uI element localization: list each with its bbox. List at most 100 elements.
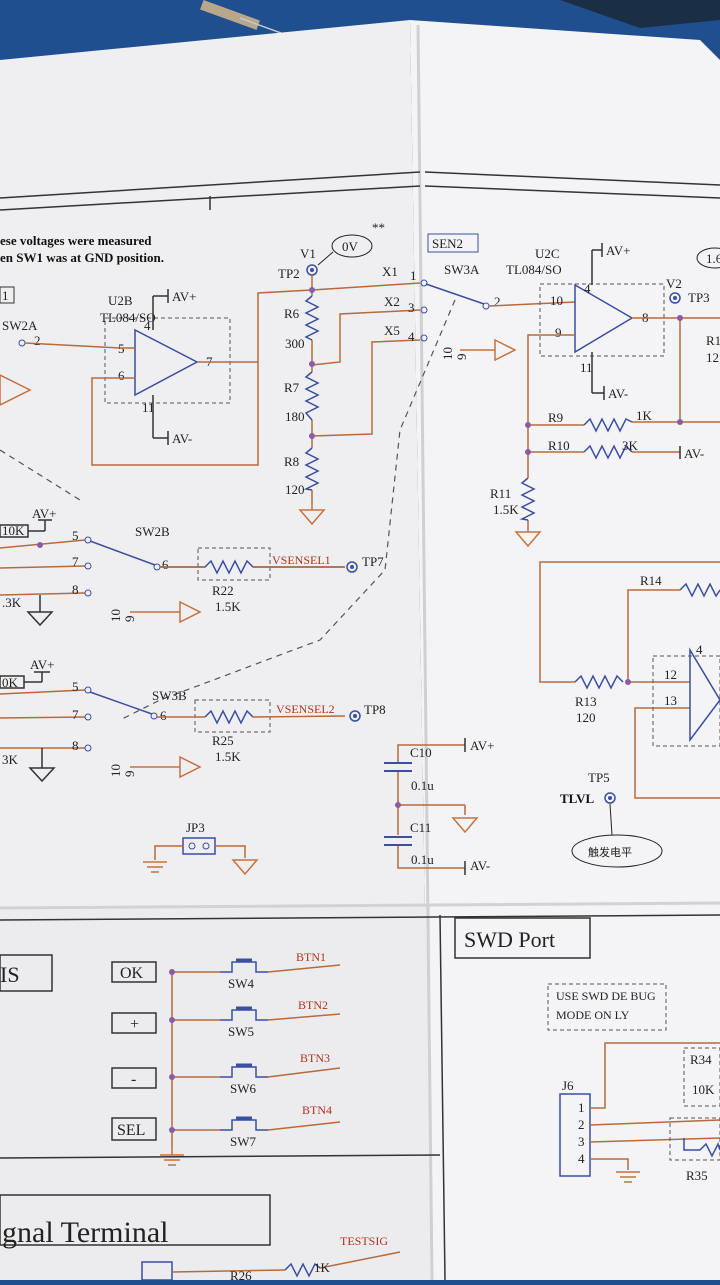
r25-box — [194, 699, 271, 733]
sw3b-pin8: 8 — [72, 738, 79, 753]
u2b-pin6: 6 — [118, 368, 125, 383]
r13-resistor — [574, 674, 624, 690]
r14-name: R14 — [640, 573, 662, 588]
divider-resistors — [303, 295, 320, 491]
frame-lines — [0, 171, 720, 1281]
buttons-gnd — [160, 1150, 184, 1166]
u2c-resistors — [519, 417, 633, 521]
tp7-name: TP7 — [362, 554, 384, 569]
r34-box — [683, 1047, 720, 1107]
r11-name: R11 — [490, 486, 511, 501]
u2b-opamp — [134, 328, 199, 397]
button-key-box — [111, 1067, 157, 1089]
dark-corner — [560, 0, 720, 28]
junction-r8 — [309, 433, 315, 439]
sw3b-r: 0K — [2, 675, 19, 690]
r22-value: 1.5K — [215, 599, 241, 614]
r8-name: R8 — [284, 454, 299, 469]
button-net-label: BTN2 — [298, 998, 328, 1012]
u2c-pin11: 11 — [580, 360, 593, 375]
sw3b-aux — [0, 671, 50, 689]
sw3b-pin7: 7 — [72, 707, 79, 722]
x5-label: X5 — [384, 323, 400, 338]
sw3b-blade — [89, 691, 153, 715]
pushbutton-symbol — [220, 961, 268, 973]
u2c-wires — [527, 317, 720, 532]
junction-out — [677, 315, 683, 321]
r13-r14-wires — [539, 561, 720, 799]
r25-net: VSENSEL2 — [276, 702, 335, 716]
c11-value: 0.1u — [411, 852, 434, 867]
capacitors — [384, 762, 412, 846]
c10-value: 0.1u — [411, 778, 434, 793]
sw2b-pin6: 6 — [162, 557, 169, 572]
u2d-opamp — [689, 647, 720, 743]
sw3b-name: SW3B — [152, 688, 187, 703]
sw2b-aux — [0, 519, 52, 538]
signal-wire — [171, 1269, 286, 1273]
junction-r9 — [525, 422, 531, 428]
sw3a-pin3: 3 — [408, 300, 415, 315]
button-sw-label: SW5 — [228, 1024, 254, 1039]
x2-label: X2 — [384, 294, 400, 309]
r22-box — [197, 547, 271, 581]
swd-pin-2: 2 — [578, 1117, 585, 1132]
r9-value: 1K — [636, 408, 653, 423]
u2c-avp: AV+ — [606, 243, 630, 258]
r26-name: R26 — [230, 1268, 252, 1280]
v1-name: V1 — [300, 246, 316, 261]
sw2b-gnd — [130, 600, 202, 624]
tp3-testpoint — [669, 292, 681, 304]
tp2-name: TP2 — [278, 266, 300, 281]
v2-name: V2 — [666, 276, 682, 291]
u2b-avp: AV+ — [172, 289, 196, 304]
swd-connector — [559, 1093, 591, 1177]
sw3a-out-wire — [488, 301, 576, 307]
r8-value: 120 — [285, 482, 305, 497]
u2c-supply — [591, 243, 605, 400]
v1-bubble — [331, 234, 373, 258]
signal-title-box — [0, 1194, 271, 1246]
button-sw-label: SW6 — [230, 1081, 257, 1096]
sw3a-blade — [425, 283, 485, 305]
button-key-label: OK — [120, 965, 144, 982]
button-row-1: + SW5 BTN2 — [111, 998, 328, 1039]
sw2b-pin8: 8 — [72, 582, 79, 597]
pushbutton-symbol — [220, 1066, 268, 1078]
u2d-box — [652, 655, 720, 747]
sw2b-blade — [89, 540, 156, 566]
v1-leader — [317, 251, 334, 266]
tlvl-bubble — [571, 834, 663, 868]
button-sw-label: SW7 — [230, 1134, 257, 1149]
swd-pin-1: 1 — [578, 1100, 585, 1115]
signal-title: gnal Terminal — [2, 1216, 168, 1249]
tp8-testpoint — [349, 710, 361, 722]
swd-note-1: USE SWD DE BUG — [556, 989, 656, 1003]
u2d-pin4: 4 — [696, 642, 703, 657]
c10-avp: AV+ — [470, 738, 494, 753]
note-line-1: ese voltages were measured — [0, 233, 152, 248]
r25-value: 1.5K — [215, 749, 241, 764]
r22-net: VSENSEL1 — [272, 553, 331, 567]
sw3b-pin5: 5 — [72, 679, 79, 694]
sen2-box — [427, 233, 479, 253]
c11-avm: AV- — [470, 858, 490, 873]
r25-name: R25 — [212, 733, 234, 748]
sw2b-pin9: 9 — [122, 616, 137, 623]
r35-name: R35 — [686, 1168, 708, 1183]
u2b-pin11: 11 — [142, 400, 155, 415]
swd-gnd — [616, 1171, 640, 1183]
r9-name: R9 — [548, 410, 563, 425]
sw2b-avp: AV+ — [32, 506, 56, 521]
button-row-2: - SW6 BTN3 — [111, 1051, 330, 1096]
r26-value: 1K — [314, 1260, 331, 1275]
buttons-title: IS — [0, 962, 20, 987]
sw3a-pin4: 4 — [408, 329, 415, 344]
u2d-pin13: 13 — [664, 693, 677, 708]
tlvl-name: TLVL — [560, 791, 595, 806]
sw2b-pin10: 10 — [108, 609, 123, 622]
r26-resistor — [284, 1262, 321, 1278]
button-net-label: BTN4 — [302, 1103, 332, 1117]
